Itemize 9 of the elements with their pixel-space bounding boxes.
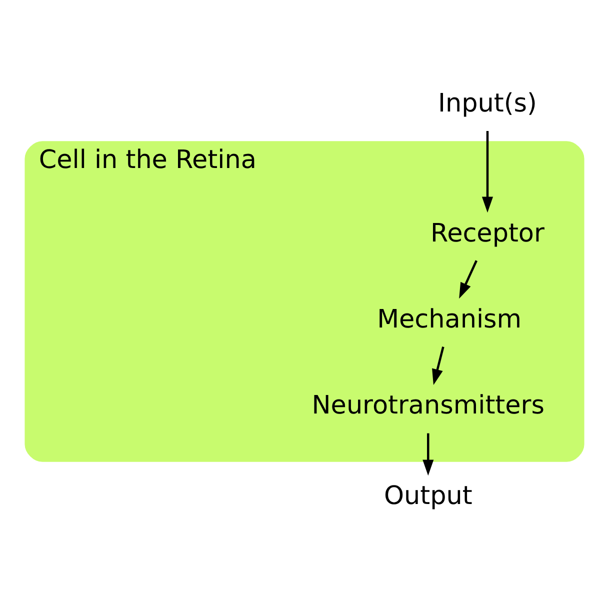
arrow xyxy=(422,432,434,476)
arrow xyxy=(432,346,444,385)
node-text: Neurotransmitters xyxy=(312,389,544,420)
arrow xyxy=(459,260,478,298)
node-text: Receptor xyxy=(430,216,544,247)
node-text: Output xyxy=(384,480,472,510)
node-text: Mechanism xyxy=(377,303,522,333)
arrow xyxy=(482,130,494,212)
node-text: Input(s) xyxy=(438,86,537,117)
